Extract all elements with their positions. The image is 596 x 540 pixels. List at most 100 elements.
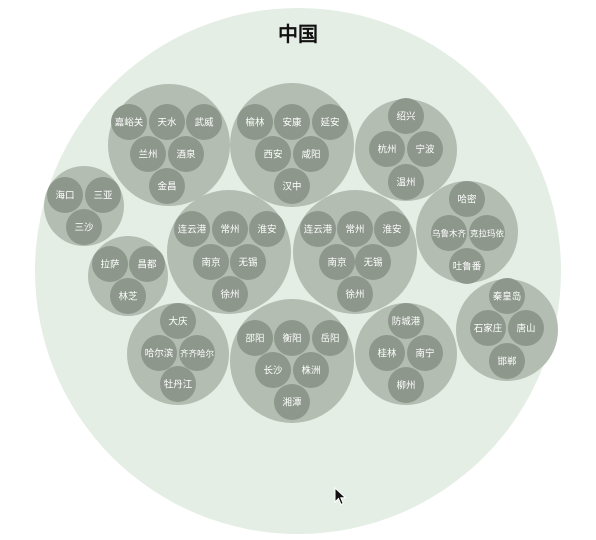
- city-circle[interactable]: [110, 278, 146, 314]
- city-circle[interactable]: [274, 168, 310, 204]
- city-label: 哈尔滨: [145, 348, 174, 360]
- city-label: 西安: [263, 149, 282, 161]
- city-circle[interactable]: [66, 209, 102, 245]
- city-circle[interactable]: [230, 244, 266, 280]
- city-circle[interactable]: [388, 303, 424, 339]
- group-node[interactable]: 防城港桂林南宁柳州: [355, 303, 457, 405]
- city-circle[interactable]: [141, 335, 177, 371]
- city-label: 林芝: [118, 291, 138, 303]
- city-label: 克拉玛依: [470, 229, 505, 240]
- city-label: 长沙: [263, 365, 283, 377]
- group-circle[interactable]: [355, 303, 457, 405]
- city-label: 咸阳: [301, 149, 320, 161]
- city-circle[interactable]: [407, 131, 443, 167]
- group-circle[interactable]: [127, 303, 229, 405]
- city-label: 南京: [327, 257, 346, 269]
- city-circle[interactable]: [255, 352, 291, 388]
- city-circle[interactable]: [237, 104, 273, 140]
- city-circle[interactable]: [212, 276, 248, 312]
- city-label: 衡阳: [282, 333, 301, 345]
- city-label: 绍兴: [396, 111, 415, 123]
- city-circle[interactable]: [168, 136, 204, 172]
- group-node[interactable]: 海口三亚三沙: [44, 166, 124, 246]
- city-label: 常州: [220, 224, 239, 236]
- city-circle[interactable]: [369, 335, 405, 371]
- city-circle[interactable]: [274, 384, 310, 420]
- city-label: 大庆: [168, 316, 188, 328]
- group-circle[interactable]: [456, 279, 558, 381]
- city-circle[interactable]: [111, 104, 147, 140]
- city-circle[interactable]: [293, 136, 329, 172]
- city-circle[interactable]: [174, 211, 210, 247]
- group-node[interactable]: 绍兴杭州宁波温州: [355, 98, 457, 201]
- city-circle[interactable]: [337, 276, 373, 312]
- city-circle[interactable]: [47, 177, 83, 213]
- city-label: 天水: [157, 117, 177, 129]
- city-circle[interactable]: [179, 335, 215, 371]
- city-circle[interactable]: [293, 352, 329, 388]
- city-label: 嘉峪关: [115, 117, 144, 129]
- city-circle[interactable]: [85, 177, 121, 213]
- root-title: 中国: [278, 22, 318, 46]
- city-circle[interactable]: [92, 246, 128, 282]
- group-node[interactable]: 连云港常州淮安南京无锡徐州: [293, 190, 417, 314]
- group-node[interactable]: 哈密乌鲁木齐克拉玛依吐鲁番: [416, 181, 518, 284]
- group-node[interactable]: 榆林安康延安西安咸阳汉中: [230, 83, 354, 207]
- group-node[interactable]: 邵阳衡阳岳阳长沙株洲湘潭: [230, 299, 354, 423]
- city-circle[interactable]: [149, 104, 185, 140]
- city-circle[interactable]: [312, 320, 348, 356]
- city-circle[interactable]: [407, 335, 443, 371]
- city-circle[interactable]: [255, 136, 291, 172]
- mouse-cursor-icon: [334, 487, 347, 506]
- city-circle[interactable]: [449, 181, 485, 217]
- city-circle[interactable]: [489, 278, 525, 314]
- group-node[interactable]: 拉萨昌都林芝: [88, 236, 168, 316]
- city-circle[interactable]: [129, 246, 165, 282]
- city-circle[interactable]: [212, 211, 248, 247]
- city-label: 南宁: [415, 348, 434, 360]
- city-circle[interactable]: [388, 367, 424, 403]
- group-node[interactable]: 嘉峪关天水武威兰州酒泉金昌: [108, 84, 230, 206]
- city-label: 邯郸: [497, 356, 517, 368]
- city-circle[interactable]: [355, 244, 391, 280]
- city-circle[interactable]: [388, 98, 424, 134]
- city-circle[interactable]: [130, 136, 166, 172]
- city-circle[interactable]: [319, 244, 355, 280]
- group-circle[interactable]: [355, 99, 457, 201]
- group-node[interactable]: 大庆哈尔滨齐齐哈尔牡丹江: [127, 303, 229, 405]
- city-label: 吐鲁番: [453, 261, 482, 273]
- city-label: 柳州: [396, 380, 415, 392]
- city-label: 连云港: [178, 224, 207, 236]
- city-circle[interactable]: [193, 244, 229, 280]
- city-circle[interactable]: [160, 366, 196, 402]
- city-label: 连云港: [304, 224, 333, 236]
- city-circle[interactable]: [508, 310, 544, 346]
- city-label: 三亚: [93, 191, 113, 202]
- city-circle[interactable]: [449, 248, 485, 284]
- city-label: 桂林: [377, 348, 397, 360]
- city-circle[interactable]: [160, 303, 196, 339]
- city-circle[interactable]: [186, 104, 222, 140]
- city-label: 宁波: [415, 144, 435, 156]
- group-circle[interactable]: [416, 181, 518, 283]
- city-label: 牡丹江: [164, 379, 193, 391]
- city-circle[interactable]: [374, 211, 410, 247]
- city-circle[interactable]: [149, 168, 185, 204]
- city-circle[interactable]: [274, 320, 310, 356]
- group-node[interactable]: 连云港常州淮安南京无锡徐州: [167, 190, 291, 314]
- city-circle[interactable]: [312, 104, 348, 140]
- city-circle[interactable]: [388, 164, 424, 200]
- city-circle[interactable]: [470, 310, 506, 346]
- city-circle[interactable]: [249, 211, 285, 247]
- city-circle[interactable]: [431, 215, 467, 251]
- city-circle[interactable]: [469, 215, 505, 251]
- city-circle[interactable]: [237, 320, 273, 356]
- city-label: 榆林: [245, 117, 265, 129]
- city-circle[interactable]: [337, 211, 373, 247]
- city-circle[interactable]: [300, 211, 336, 247]
- city-circle[interactable]: [369, 131, 405, 167]
- city-circle[interactable]: [274, 104, 310, 140]
- city-circle[interactable]: [489, 343, 525, 379]
- group-node[interactable]: 秦皇岛石家庄唐山邯郸: [456, 278, 558, 381]
